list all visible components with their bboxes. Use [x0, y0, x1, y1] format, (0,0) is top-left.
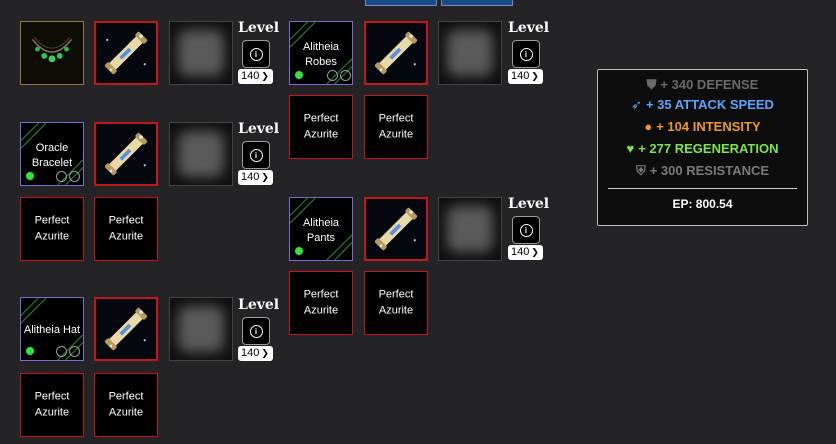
- info-button[interactable]: i: [512, 216, 540, 244]
- gem-socket-empty: [327, 70, 338, 81]
- item-name: Alitheia Hat: [23, 324, 81, 336]
- gem-dot-filled: [26, 172, 34, 180]
- gem-slot[interactable]: Perfect Azurite: [94, 197, 158, 261]
- speed-icon: ➶: [631, 97, 642, 112]
- info-button[interactable]: i: [512, 40, 540, 68]
- enchant-scroll-slot[interactable]: [94, 297, 158, 361]
- scroll-icon: [96, 299, 156, 359]
- info-icon: i: [519, 223, 533, 237]
- level-select[interactable]: 140❯: [508, 245, 543, 260]
- item-name: Oracle Bracelet: [31, 142, 73, 169]
- item-name: Alitheia Robes: [302, 41, 340, 68]
- blurred-item-icon: [447, 206, 493, 252]
- info-icon: i: [249, 148, 263, 162]
- blurred-item-slot[interactable]: [169, 297, 233, 361]
- stats-panel: ⛊+ 340 DEFENSE ➶+ 35 ATTACK SPEED ●+ 104…: [597, 69, 808, 226]
- stat-regeneration: ♥+ 277 REGENERATION: [626, 141, 779, 156]
- level-label: Level: [238, 297, 280, 313]
- chevron-down-icon: ❯: [531, 247, 539, 257]
- necklace-icon: [32, 37, 72, 63]
- enchant-scroll-slot[interactable]: [364, 21, 428, 85]
- gem-socket-empty: [340, 70, 351, 81]
- enchant-scroll-slot[interactable]: [94, 21, 158, 85]
- scroll-icon: [366, 23, 426, 83]
- level-select[interactable]: 140❯: [238, 346, 273, 361]
- stat-attack-speed: ➶+ 35 ATTACK SPEED: [631, 97, 774, 112]
- chevron-down-icon: ❯: [261, 71, 269, 81]
- info-button[interactable]: i: [242, 40, 270, 68]
- info-button[interactable]: i: [242, 141, 270, 169]
- level-select[interactable]: 140❯: [238, 170, 273, 185]
- intensity-icon: ●: [644, 119, 653, 134]
- scroll-icon: [366, 199, 426, 259]
- item-name: Alitheia Pants: [302, 217, 340, 244]
- gem-slot[interactable]: Perfect Azurite: [289, 271, 353, 335]
- shield-icon: ⛊: [646, 77, 657, 92]
- divider: [608, 188, 797, 189]
- stat-intensity: ●+ 104 INTENSITY: [644, 119, 761, 134]
- gem-slot[interactable]: Perfect Azurite: [289, 95, 353, 159]
- blurred-item-icon: [178, 131, 224, 177]
- info-button[interactable]: i: [242, 317, 270, 345]
- chevron-down-icon: ❯: [261, 348, 269, 358]
- blurred-item-slot[interactable]: [169, 21, 233, 85]
- scroll-icon: [96, 124, 156, 184]
- enchant-scroll-slot[interactable]: [364, 197, 428, 261]
- blurred-item-slot[interactable]: [169, 122, 233, 186]
- top-tab-button-1[interactable]: [365, 0, 437, 6]
- gem-slot[interactable]: Perfect Azurite: [94, 373, 158, 437]
- info-icon: i: [519, 47, 533, 61]
- heart-icon: ♥: [626, 141, 635, 156]
- scroll-icon: [96, 23, 156, 83]
- level-label: Level: [238, 20, 280, 36]
- chevron-down-icon: ❯: [261, 172, 269, 182]
- chevron-down-icon: ❯: [531, 71, 539, 81]
- gem-socket-empty: [56, 346, 67, 357]
- gem-socket-empty: [69, 171, 80, 182]
- gem-slot[interactable]: Perfect Azurite: [20, 373, 84, 437]
- gem-socket-empty: [56, 171, 67, 182]
- blurred-item-icon: [178, 306, 224, 352]
- enchant-scroll-slot[interactable]: [94, 122, 158, 186]
- level-select[interactable]: 140❯: [508, 69, 543, 84]
- alitheia-pants-slot[interactable]: Alitheia Pants: [289, 197, 353, 261]
- blurred-item-slot[interactable]: [438, 197, 502, 261]
- level-label: Level: [508, 20, 550, 36]
- blurred-item-slot[interactable]: [438, 21, 502, 85]
- level-label: Level: [508, 196, 550, 212]
- gem-slot[interactable]: Perfect Azurite: [20, 197, 84, 261]
- blurred-item-icon: [447, 30, 493, 76]
- ep-value: EP: 800.54: [672, 197, 733, 211]
- info-icon: i: [249, 324, 263, 338]
- gem-dot-filled: [295, 71, 303, 79]
- stat-defense: ⛊+ 340 DEFENSE: [646, 77, 759, 92]
- gem-dot-filled: [26, 347, 34, 355]
- gem-slot[interactable]: Perfect Azurite: [364, 95, 428, 159]
- alitheia-hat-slot[interactable]: Alitheia Hat: [20, 297, 84, 361]
- gem-socket-empty: [69, 346, 80, 357]
- stat-resistance: ⛨+ 300 RESISTANCE: [635, 163, 770, 178]
- necklace-slot[interactable]: [20, 21, 84, 85]
- shield-icon: ⛨: [635, 163, 646, 178]
- alitheia-robes-slot[interactable]: Alitheia Robes: [289, 21, 353, 85]
- info-icon: i: [249, 47, 263, 61]
- blurred-item-icon: [178, 30, 224, 76]
- gem-slot[interactable]: Perfect Azurite: [364, 271, 428, 335]
- level-select[interactable]: 140❯: [238, 69, 273, 84]
- gem-dot-filled: [295, 247, 303, 255]
- oracle-bracelet-slot[interactable]: Oracle Bracelet: [20, 122, 84, 186]
- top-tab-button-2[interactable]: [441, 0, 513, 6]
- level-label: Level: [238, 121, 280, 137]
